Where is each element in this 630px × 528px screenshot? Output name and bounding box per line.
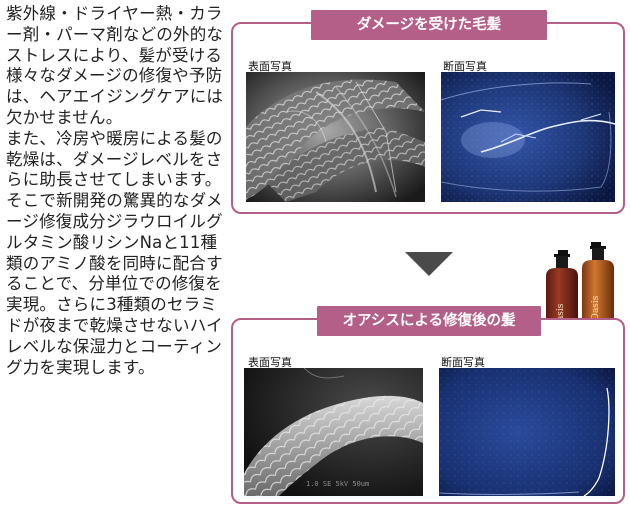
body-text: 紫外線・ドライヤー熱・カラー剤・パーマ剤などの外的なストレスにより、髪が受ける様… — [6, 4, 228, 378]
damaged-hair-title: ダメージを受けた毛髪 — [311, 10, 547, 40]
damaged-section-photo — [441, 72, 615, 202]
damaged-section-label: 断面写真 — [443, 60, 487, 73]
repaired-hair-panel: オアシスによる修復後の髪 表面写真 1.0 SE 5kV 5 — [231, 306, 625, 504]
repaired-surface-photo: 1.0 SE 5kV 50um — [244, 368, 423, 496]
damaged-hair-panel: ダメージを受けた毛髪 表面写真 断面写真 — [231, 10, 625, 214]
repaired-section-photo — [439, 368, 615, 496]
bottle-brand-back: Oasis — [591, 295, 601, 320]
down-arrow-icon — [405, 252, 453, 276]
damaged-surface-label: 表面写真 — [248, 60, 292, 73]
repaired-surface-label: 表面写真 — [248, 356, 292, 369]
svg-text:1.0 SE 5kV 50um: 1.0 SE 5kV 50um — [306, 480, 369, 488]
paragraph-2: また、冷房や暖房による髪の乾燥は、ダメージレベルをさらに助長させてしまいます。 — [6, 128, 223, 190]
bottle-brand-front: Oasis — [556, 303, 566, 328]
damaged-surface-photo — [246, 72, 425, 202]
paragraph-3: そこで新開発の驚異的なダメージ修復成分ジラウロイルグルタミン酸リシンNaと11種… — [6, 191, 223, 377]
paragraph-1: 紫外線・ドライヤー熱・カラー剤・パーマ剤などの外的なストレスにより、髪が受ける様… — [6, 4, 224, 127]
repaired-section-label: 断面写真 — [441, 356, 485, 369]
repaired-hair-title: オアシスによる修復後の髪 — [317, 306, 541, 336]
